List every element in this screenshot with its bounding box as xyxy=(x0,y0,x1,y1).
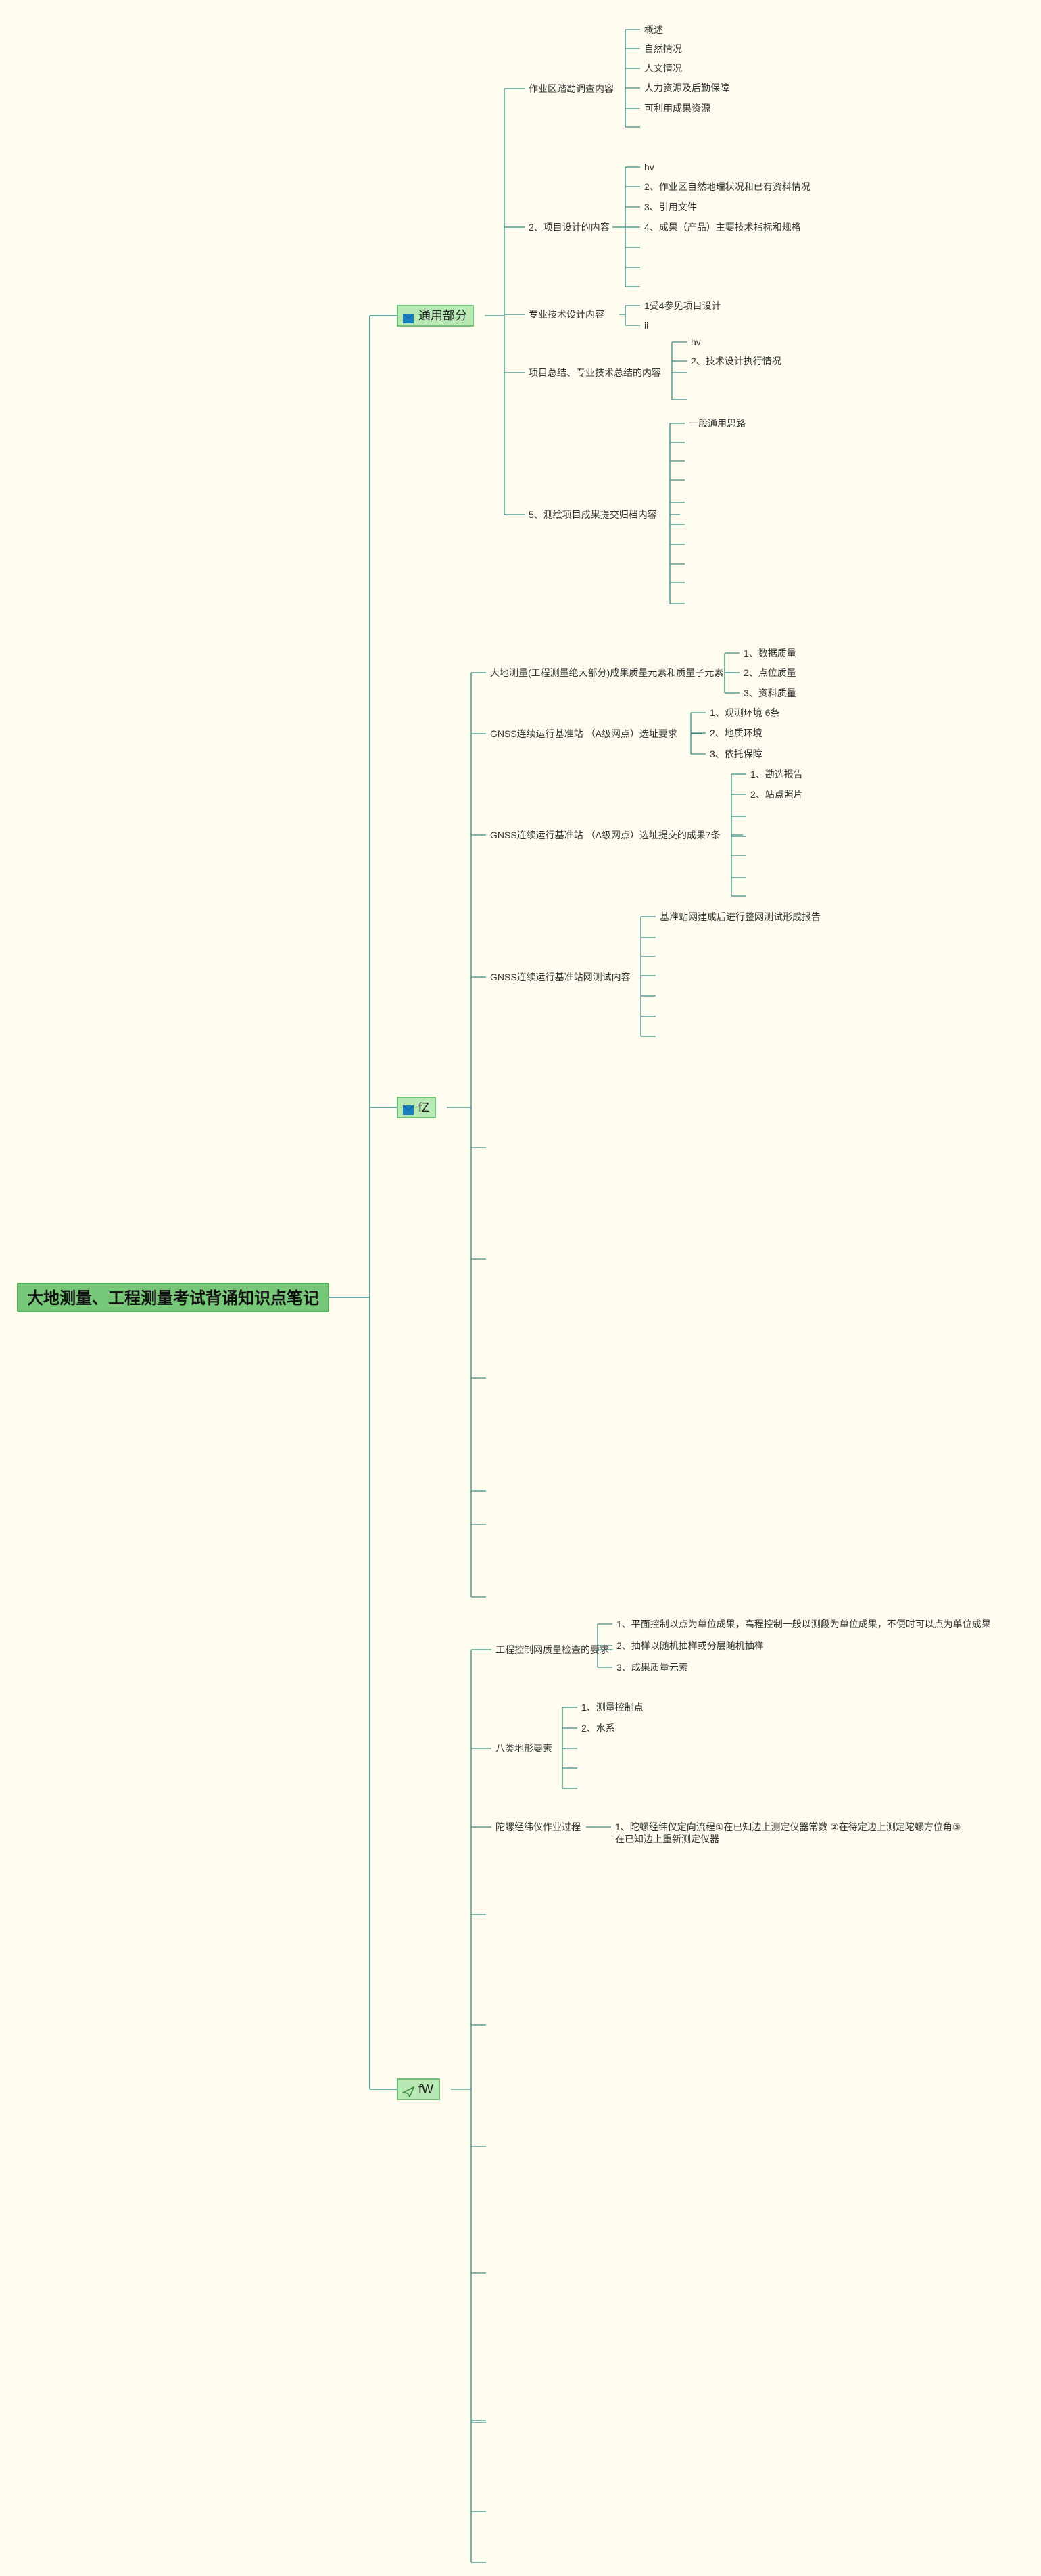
branch-label: fW xyxy=(418,2082,433,2096)
topic-node[interactable]: GNSS连续运行基准站 （A级网点）选址要求 xyxy=(490,728,677,739)
subtopic-node[interactable]: 1、勘选报告 xyxy=(750,769,803,780)
subtopic-node[interactable]: 4、成果（产品）主要技术指标和规格 xyxy=(644,222,801,233)
branch-node[interactable]: fZ xyxy=(397,1097,436,1118)
topic-node[interactable]: 八类地形要素 xyxy=(495,1743,552,1754)
topic-node[interactable]: GNSS连续运行基准站 （A级网点）选址提交的成果7条 xyxy=(490,830,721,840)
topic-node[interactable]: 工程控制网质量检查的要求 xyxy=(495,1644,609,1655)
subtopic-node[interactable]: 1、测量控制点 xyxy=(581,1702,644,1713)
subtopic-node[interactable]: 概述 xyxy=(644,24,663,35)
subtopic-node[interactable]: 2、水系 xyxy=(581,1723,615,1734)
paper-plane-icon xyxy=(401,2084,415,2098)
subtopic-node[interactable]: hv xyxy=(644,162,654,172)
flag-icon xyxy=(402,1102,414,1115)
branch-node[interactable]: fW xyxy=(397,2078,440,2100)
subtopic-node[interactable]: 1、观测环境 6条 xyxy=(710,707,780,718)
subtopic-node[interactable]: 1受4参见项目设计 xyxy=(644,300,721,311)
topic-node[interactable]: 陀螺经纬仪作业过程 xyxy=(495,1821,581,1832)
topic-node[interactable]: 5、测绘项目成果提交归档内容 xyxy=(529,509,657,520)
subtopic-node[interactable]: 自然情况 xyxy=(644,43,682,54)
subtopic-node[interactable]: 3、成果质量元素 xyxy=(616,1662,688,1673)
root-node[interactable]: 大地测量、工程测量考试背诵知识点笔记 xyxy=(17,1283,329,1312)
subtopic-node[interactable]: 基准站网建成后进行整网测试形成报告 xyxy=(660,911,821,922)
subtopic-node[interactable]: 1、平面控制以点为单位成果，高程控制一般以测段为单位成果，不便时可以点为单位成果 xyxy=(616,1619,991,1629)
topic-node[interactable]: 专业技术设计内容 xyxy=(529,309,604,320)
subtopic-node[interactable]: ii xyxy=(644,320,649,331)
flag-icon xyxy=(402,310,414,323)
subtopic-node[interactable]: 2、抽样以随机抽样或分层随机抽样 xyxy=(616,1640,764,1651)
subtopic-node[interactable]: 1、数据质量 xyxy=(744,648,796,659)
subtopic-node[interactable]: 2、作业区自然地理状况和已有资料情况 xyxy=(644,181,810,192)
subtopic-node[interactable]: hv xyxy=(691,337,701,348)
subtopic-node[interactable]: 可利用成果资源 xyxy=(644,103,710,114)
topic-node[interactable]: 作业区踏勘调查内容 xyxy=(529,83,614,94)
subtopic-node[interactable]: 1、陀螺经纬仪定向流程①在已知边上测定仪器常数 ②在待定边上测定陀螺方位角③在已… xyxy=(615,1821,961,1844)
branch-label: fZ xyxy=(418,1101,429,1114)
topic-node[interactable]: 大地测量(工程测量绝大部分)成果质量元素和质量子元素 xyxy=(490,667,724,678)
branch-node[interactable]: 通用部分 xyxy=(397,305,474,327)
subtopic-node[interactable]: 2、技术设计执行情况 xyxy=(691,356,781,366)
topic-node[interactable]: 2、项目设计的内容 xyxy=(529,222,610,233)
subtopic-node[interactable]: 2、点位质量 xyxy=(744,667,796,678)
subtopic-node[interactable]: 3、依托保障 xyxy=(710,748,762,759)
subtopic-node[interactable]: 人力资源及后勤保障 xyxy=(644,82,729,93)
subtopic-node[interactable]: 一般通用思路 xyxy=(689,418,746,429)
subtopic-node[interactable]: 2、站点照片 xyxy=(750,789,803,800)
branch-label: 通用部分 xyxy=(418,309,467,323)
topic-node[interactable]: 项目总结、专业技术总结的内容 xyxy=(529,367,661,378)
topic-node[interactable]: GNSS连续运行基准站网测试内容 xyxy=(490,972,631,982)
subtopic-node[interactable]: 3、资料质量 xyxy=(744,688,796,698)
subtopic-node[interactable]: 3、引用文件 xyxy=(644,201,697,212)
subtopic-node[interactable]: 人文情况 xyxy=(644,63,682,74)
subtopic-node[interactable]: 2、地质环境 xyxy=(710,728,762,738)
